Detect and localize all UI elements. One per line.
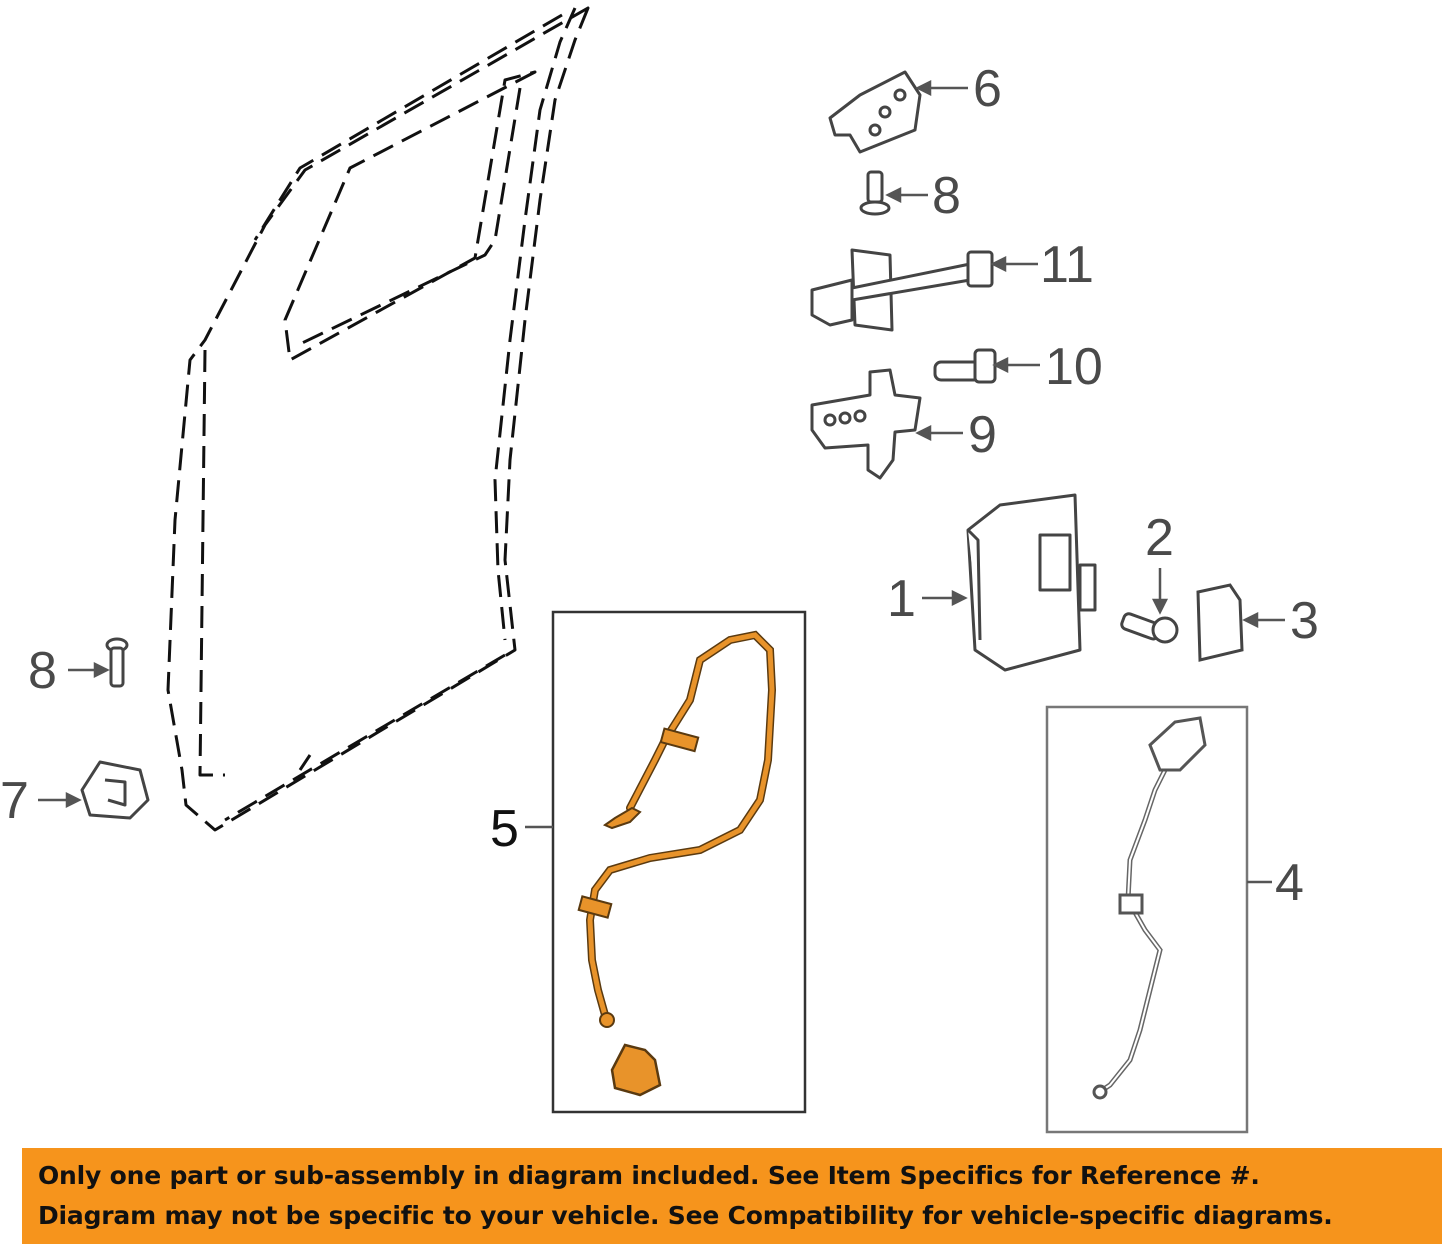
part-7-striker <box>80 760 150 820</box>
door-outline <box>166 6 590 832</box>
part-11-check-strap <box>810 248 994 332</box>
part-3-cover <box>1196 583 1244 662</box>
callout-5: 5 <box>490 800 519 858</box>
disclaimer-line-2: Diagram may not be specific to your vehi… <box>38 1201 1333 1230</box>
part-4-assembly <box>1045 705 1249 1134</box>
parts-diagram: 6 8 11 10 9 2 1 3 8 7 5 4 <box>0 6 1319 1134</box>
callout-10: 10 <box>1045 338 1103 396</box>
callout-1: 1 <box>887 570 916 628</box>
part-8-bolt-top <box>859 170 891 216</box>
part-9-hinge-lower <box>810 368 922 480</box>
disclaimer-banner: Only one part or sub-assembly in diagram… <box>22 1148 1442 1244</box>
part-8-bolt-left <box>105 637 129 688</box>
callout-2: 2 <box>1145 509 1174 567</box>
callout-9: 9 <box>968 406 997 464</box>
callout-11: 11 <box>1040 236 1094 294</box>
callout-4: 4 <box>1275 854 1304 912</box>
part-10-bolt <box>933 348 997 384</box>
callout-6: 6 <box>973 60 1002 118</box>
part-2-bolt <box>1120 612 1179 644</box>
part-6-hinge <box>828 70 922 154</box>
callout-8-left: 8 <box>28 642 57 700</box>
callout-3: 3 <box>1290 592 1319 650</box>
callout-7: 7 <box>0 772 29 830</box>
disclaimer-line-1: Only one part or sub-assembly in diagram… <box>38 1161 1260 1190</box>
part-5-assembly <box>551 610 807 1114</box>
leader-lines <box>38 79 1285 884</box>
callout-8-top: 8 <box>932 167 961 225</box>
part-1-door-latch <box>966 493 1097 672</box>
